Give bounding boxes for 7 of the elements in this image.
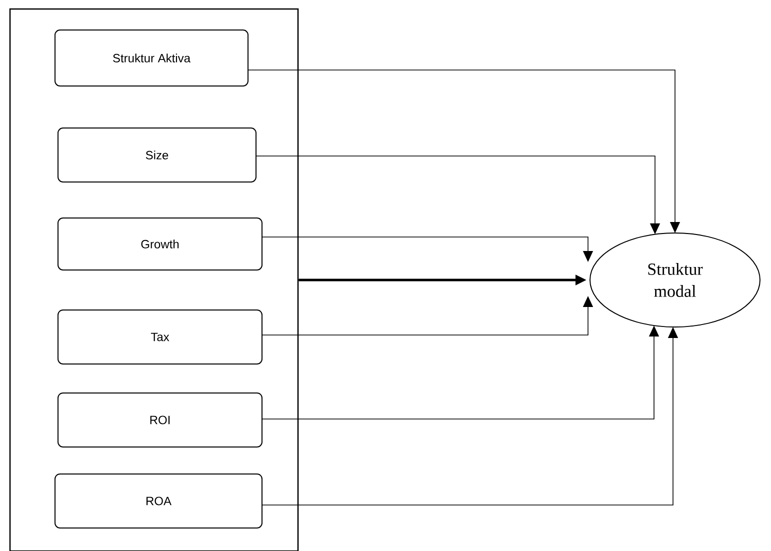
frame-box xyxy=(9,8,299,551)
variable-box: ROI xyxy=(58,392,262,448)
variable-box: Struktur Aktiva xyxy=(54,30,248,86)
variable-box: Growth xyxy=(58,218,262,270)
variable-box: Size xyxy=(58,128,256,182)
variable-box: Tax xyxy=(58,310,262,364)
variable-box: ROA xyxy=(54,474,262,528)
